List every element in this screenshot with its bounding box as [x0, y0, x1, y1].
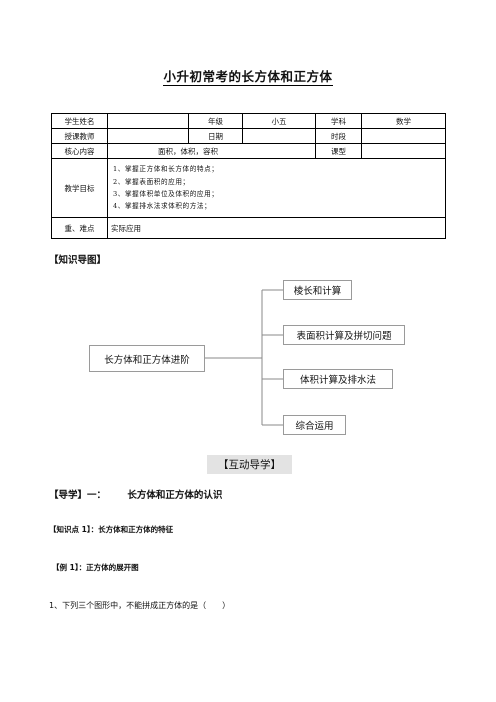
example-1: 【例 1】：正方体的展开图	[52, 563, 139, 572]
question-1: 1、下列三个图形中，不能拼成正方体的是（ ）	[49, 601, 231, 610]
teaching-goals-label: 教学目标	[51, 158, 108, 218]
table-row: 教学目标 1、掌握正方体和长方体的特点； 2、掌握表面积的应用； 3、掌握体积单…	[51, 158, 446, 218]
teaching-goals-list: 1、掌握正方体和长方体的特点； 2、掌握表面积的应用； 3、掌握体积单位及体积的…	[107, 158, 446, 218]
knowledge-map-heading: 【知识导图】	[49, 255, 107, 266]
table-row: 学生姓名 年级 小五 学科 数学	[51, 113, 446, 129]
document-title: 小升初常考的长方体和正方体	[163, 69, 333, 86]
list-item: 3、掌握体积单位及体积的应用；	[113, 190, 219, 198]
lesson-info-table: 学生姓名 年级 小五 学科 数学 授课教师 日期 时段 核心内容 面积，体积，容…	[51, 113, 446, 239]
table-row: 核心内容 面积，体积，容积 课型	[51, 143, 446, 159]
focus-value: 实际应用	[107, 217, 446, 239]
mindmap-branch-edge-sum: 棱长和计算	[283, 280, 352, 300]
table-row: 重、难点 实际应用	[51, 217, 446, 239]
guide-heading-topic: 长方体和正方体的认识	[127, 490, 223, 501]
mindmap-branch-comprehensive: 综合运用	[283, 415, 346, 435]
knowledge-point-1: 【知识点 1】：长方体和正方体的特征	[49, 525, 174, 534]
guide-heading-prefix: 【导学】一：	[49, 490, 107, 501]
mindmap-root-node: 长方体和正方体进阶	[89, 345, 205, 372]
mindmap-branch-surface-area: 表面积计算及拼切问题	[283, 325, 405, 345]
list-item: 2、掌握表面积的应用；	[113, 177, 190, 186]
table-row: 授课教师 日期 时段	[51, 128, 446, 144]
mindmap-branch-volume: 体积计算及排水法	[283, 369, 393, 389]
guide-heading: 【导学】一： 长方体和正方体的认识	[49, 487, 222, 501]
list-item: 4、掌握排水法求体积的方法；	[113, 202, 212, 211]
list-item: 1、掌握正方体和长方体的特点；	[113, 165, 219, 174]
interactive-guide-heading: 【互动导学】	[207, 455, 292, 474]
